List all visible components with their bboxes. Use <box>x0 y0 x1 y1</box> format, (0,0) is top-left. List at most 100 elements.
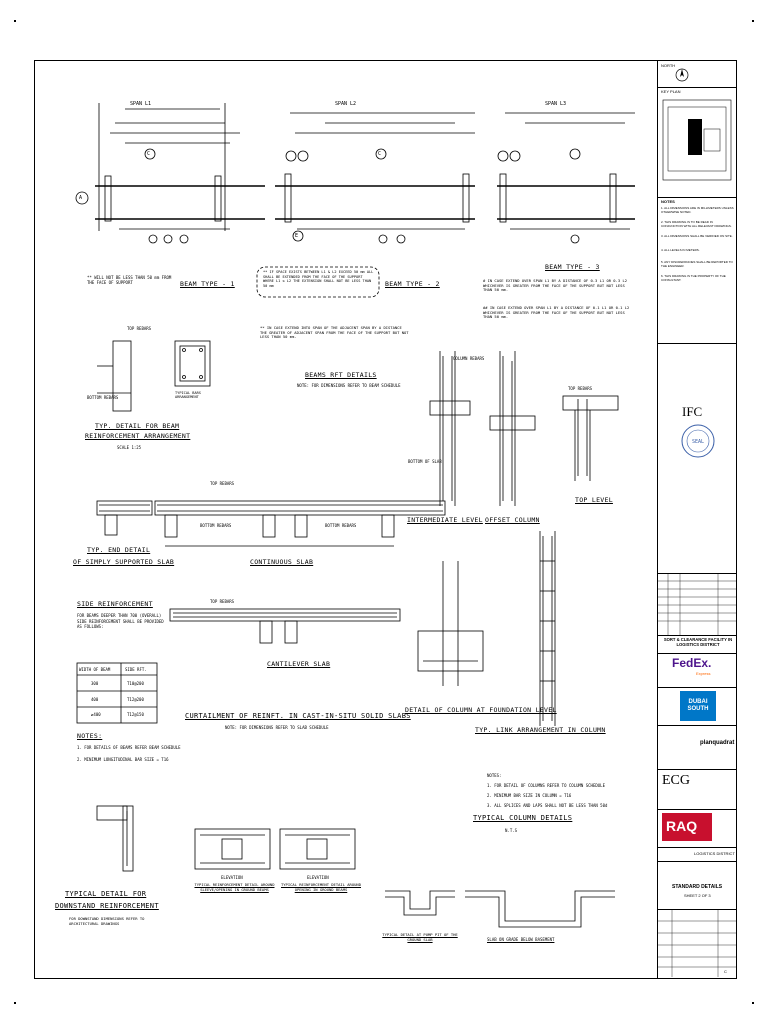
beams-rft-subtitle: NOTE: FOR DIMENSIONS REFER TO BEAM SCHED… <box>297 383 401 388</box>
section-mark-c: C <box>147 151 151 157</box>
raq-logo: RAQ <box>662 813 712 841</box>
beam-note-mid: ** IN CASE EXTEND INTO SPAN OF THE ADJAC… <box>260 325 409 340</box>
column-details-scale: N.T.S <box>505 828 518 833</box>
continuous-slab-drawing <box>154 500 446 547</box>
elevation-label-2: ELEVATION <box>307 875 329 880</box>
opening-detail-1-title: TYPICAL REINFORCEMENT DETAIL AROUND SLEE… <box>194 882 275 892</box>
bottom-slab-label: BOTTOM OF SLAB <box>408 459 442 464</box>
column-top-drawing <box>562 395 619 481</box>
title-block: NORTH KEY PLAN NOTES 1. ALL DIMENSIONS A… <box>657 61 737 978</box>
offset-column-title: OFFSET COLUMN <box>485 516 540 524</box>
side-rft-row-1-width: 300 <box>91 681 99 686</box>
beam-type-3-drawing <box>497 112 635 244</box>
tb-note-3: 3. ALL DIMENSIONS SHALL BE VERIFIED ON S… <box>661 234 733 238</box>
north-arrow-icon <box>675 68 689 82</box>
span-label-1: SPAN L1 <box>130 101 152 107</box>
beam-type-2-title: BEAM TYPE - 2 <box>385 280 440 288</box>
beam-note-type3a: # IN CASE EXTEND OVER SPAN L1 BY A DISTA… <box>483 278 628 293</box>
downstand-note: FOR DOWNSTAND DIMENSIONS REFER TO ARCHIT… <box>69 916 145 926</box>
side-rft-row-2-rft: T12@200 <box>127 697 144 702</box>
ifc-stamp: IFC <box>682 404 703 419</box>
revision-letter: C <box>724 969 727 974</box>
side-rft-header-width: WIDTH OF BEAM <box>79 667 111 672</box>
dubai-south-logo: DUBAI SOUTH <box>680 691 716 721</box>
typical-column-details-title: TYPICAL COLUMN DETAILS <box>473 814 573 822</box>
section-mark-e: E <box>295 233 299 239</box>
side-rft-row-3-rft: T12@150 <box>127 712 144 717</box>
typ-beam-title-2: REINFORCEMENT ARRANGEMENT <box>85 432 191 440</box>
keyplan-label: KEY PLAN <box>661 89 681 94</box>
ecg-logo: ECG <box>662 773 690 788</box>
typical-bars-label: TYPICAL BARS ARRANGEMENT <box>175 391 201 400</box>
tb-note-6: 6. THIS DRAWING IS THE PROPERTY OF THE C… <box>661 274 726 282</box>
foundation-detail-title: DETAIL OF COLUMN AT FOUNDATION LEVEL <box>405 706 557 714</box>
section-mark-a: A <box>79 195 83 201</box>
column-link-drawing <box>539 531 556 726</box>
cantilever-slab-title: CANTILEVER SLAB <box>267 660 331 668</box>
bottom-rebars-label: BOTTOM REBARS <box>87 395 119 400</box>
notes-title: NOTES <box>661 199 675 204</box>
side-rft-row-3-width: ≥400 <box>91 712 101 717</box>
column-offset-drawing <box>489 351 536 506</box>
notes-left-title: NOTES: <box>77 732 103 740</box>
side-rft-row-1-rft: T10@200 <box>127 681 144 686</box>
dubai-south-label: DUBAI SOUTH <box>687 699 709 712</box>
tb-note-5: 5. ANY DISCREPANCIES SHALL BE REPORTED T… <box>661 260 733 268</box>
district-label: LOGISTICS DISTRICT <box>694 851 735 856</box>
tb-note-2: 2. THIS DRAWING IS TO BE READ IN CONJUNC… <box>661 220 732 228</box>
north-label: NORTH <box>661 63 676 68</box>
downstand-title-1: TYPICAL DETAIL FOR <box>65 890 147 898</box>
drawing-title: STANDARD DETAILS <box>672 884 723 890</box>
corner-mark <box>752 20 754 22</box>
curtailment-note: NOTE: FOR DIMENSIONS REFER TO SLAB SCHED… <box>225 725 329 730</box>
side-rft-header-rft: SIDE RFT. <box>125 667 147 672</box>
section-mark-c2: C <box>378 151 382 157</box>
opening-detail-2-drawing <box>279 828 356 870</box>
notes-col-3: 3. ALL SPLICES AND LAPS SHALL NOT BE LES… <box>487 803 608 808</box>
notes-col-title: NOTES: <box>487 773 502 778</box>
elevation-label-1: ELEVATION <box>221 875 243 880</box>
raq-logo-text: RAQ <box>666 818 698 834</box>
top-rebars-col-label: TOP REBARS <box>568 386 593 391</box>
slab-on-grade-title: SLAB ON GRADE BELOW BASEMENT <box>487 937 555 942</box>
beams-rft-title: BEAMS RFT DETAILS <box>305 371 377 379</box>
project-title: SORT & CLEARANCE FACILITY IN LOGISTICS D… <box>663 637 733 647</box>
curtailment-title: CURTAILMENT OF REINFT. IN CAST-IN-SITU S… <box>185 712 411 720</box>
beam-note-type3b: ## IN CASE EXTEND OVER SPAN L1 BY A DIST… <box>483 305 630 320</box>
continuous-bottom-label: BOTTOM REBARS <box>200 523 232 528</box>
opening-detail-2-title: TYPICAL REINFORCEMENT DETAIL AROUND OPEN… <box>280 882 361 892</box>
drawing-info-table <box>658 909 737 977</box>
tb-note-1: 1. ALL DIMENSIONS ARE IN MILLIMETERS UNL… <box>661 206 734 214</box>
planquadrat-logo: planquadrat <box>700 740 735 746</box>
notes-col-1: 1. FOR DETAIL OF COLUMNS REFER TO COLUMN… <box>487 783 606 788</box>
downstand-drawing <box>96 805 134 872</box>
side-rft-row-2-width: 400 <box>91 697 99 702</box>
fedex-logo: FedEx. <box>672 656 712 670</box>
tb-note-4: 4. ALL LEVELS IN METERS. <box>661 248 700 252</box>
beam-note-cloud: ** IF SPACE EXISTS BETWEEN L1 & L2 EXCEE… <box>263 270 374 288</box>
svg-text:SEAL: SEAL <box>692 439 704 445</box>
continuous-top-label: TOP REBARS <box>210 481 235 486</box>
beam-note-1: ** WILL NOT BE LESS THAN 50 mm FROM THE … <box>87 275 172 285</box>
sheet-number: SHEET 2 OF 3 <box>684 893 711 898</box>
cantilever-slab-drawing <box>169 608 401 644</box>
continuous-slab-title: CONTINUOUS SLAB <box>250 558 314 566</box>
pump-pit-drawing <box>385 890 455 916</box>
corner-mark <box>14 20 16 22</box>
side-rft-title: SIDE REINFORCEMENT <box>77 600 153 608</box>
cantilever-top-label: TOP REBARS <box>210 599 235 604</box>
span-label-2: SPAN L2 <box>335 101 357 107</box>
downstand-title-2: DOWNSTAND REINFORCEMENT <box>55 902 159 910</box>
beam-type-2-drawing <box>275 112 475 244</box>
end-detail-title-2: OF SIMPLY SUPPORTED SLAB <box>73 558 175 566</box>
side-rft-text: FOR BEAMS DEEPER THAN 700 (OVERALL) SIDE… <box>77 613 164 629</box>
approval-seal-icon: SEAL <box>681 424 715 458</box>
drawing-sheet: BEAM TYPE - 1 BEAM TYPE - 2 BEAM TYPE - … <box>34 60 737 979</box>
keyplan-drawing <box>662 99 732 181</box>
top-level-title: TOP LEVEL <box>575 496 613 504</box>
notes-col-2: 2. MINIMUM BAR SIZE IN COLUMN = T16 <box>487 793 572 798</box>
column-foundation-drawing <box>417 561 484 686</box>
typ-beam-scale: SCALE 1:25 <box>117 445 142 450</box>
end-detail-title-1: TYP. END DETAIL <box>87 546 151 554</box>
link-arrangement-title: TYP. LINK ARRANGEMENT IN COLUMN <box>475 726 606 734</box>
